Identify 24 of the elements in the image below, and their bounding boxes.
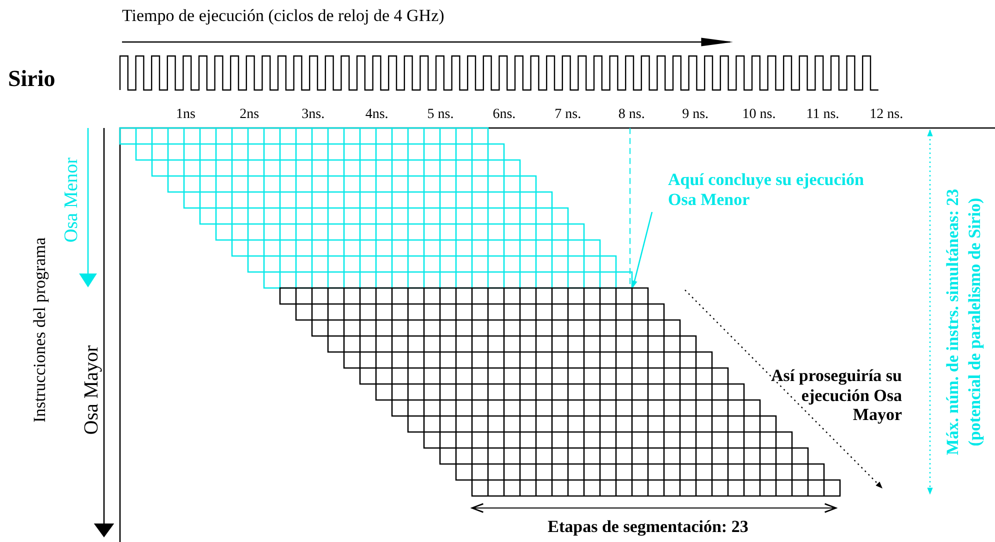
pipeline-grid [119, 127, 633, 289]
group-label: Osa Mayor [80, 345, 104, 435]
axis-title: Tiempo de ejecución (ciclos de reloj de 4 GHz) [122, 6, 444, 26]
leader-line [632, 212, 653, 288]
dimension-label: Etapas de segmentación: 23 [548, 517, 748, 537]
tick-label: 7 ns. [554, 106, 582, 124]
tick-label: 4ns. [365, 106, 388, 124]
tick-label: 11 ns. [806, 106, 840, 124]
tick-label: 10 ns. [742, 106, 776, 124]
annotation-text: (potencial de paralelismo de Sirio) [965, 198, 985, 446]
tick-label: 6ns. [492, 106, 516, 124]
axis-title: Instrucciones del programa [30, 237, 50, 423]
annotation-text: Máx. núm. de instrs. simultáneas: 23 [943, 188, 963, 456]
tick-label: 5 ns. [427, 106, 454, 124]
callout-text: Aquí concluye su ejecución Osa Menor [668, 170, 865, 210]
tick-label: 9 ns. [682, 106, 709, 124]
tick-label: 12 ns. [870, 106, 904, 124]
tick-label: 1ns [176, 106, 196, 124]
tick-label: 8 ns. [618, 106, 645, 124]
group-label: Osa Menor [61, 158, 83, 242]
tick-label: 3ns. [302, 106, 325, 124]
processor-name: Sirio [8, 66, 56, 92]
tick-label: 2ns [240, 106, 260, 124]
annotation-text: Así proseguiría su ejecución Osa Mayor [770, 366, 902, 425]
